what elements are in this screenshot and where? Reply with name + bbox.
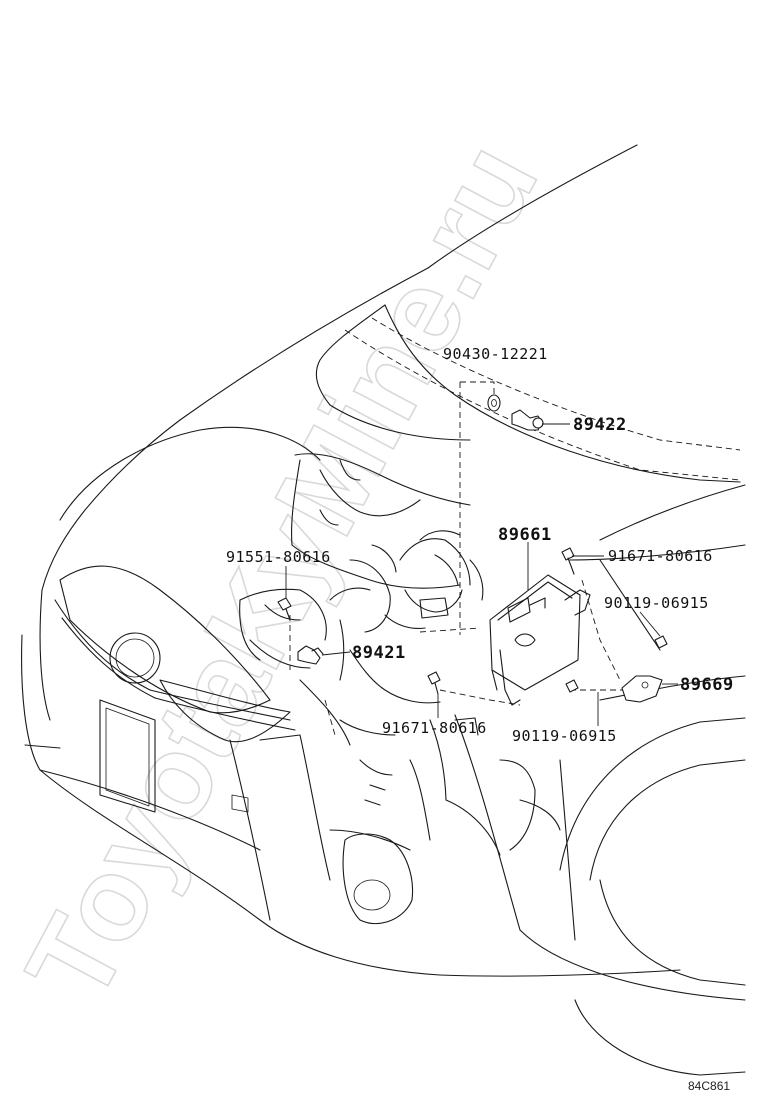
vehicle-body [21, 144, 746, 1076]
bracket-89669 [621, 675, 663, 703]
bolt-90119-06915-lower [565, 679, 579, 693]
leader-lines [285, 423, 678, 726]
label-90430-12221: 90430-12221 [443, 345, 548, 363]
label-91671-80616-bottom: 91671-80616 [382, 719, 487, 737]
sensor-89422 [511, 409, 544, 431]
bolt-91551-80616 [277, 597, 292, 621]
diagram-code: 84C861 [688, 1079, 730, 1093]
label-89422: 89422 [573, 415, 627, 435]
label-91551-80616: 91551-80616 [226, 548, 331, 566]
engine-assembly [239, 453, 561, 856]
ecu-89661 [489, 574, 591, 706]
bolt-91671-80616-top [561, 547, 575, 575]
sensor-89421 [297, 645, 324, 665]
bolt-91671-80616-bottom [427, 671, 441, 695]
label-91671-80616-top: 91671-80616 [608, 547, 713, 565]
label-89661: 89661 [498, 525, 552, 545]
label-89421: 89421 [352, 643, 406, 663]
bolt-90119-06915-upper [654, 635, 668, 649]
label-90119-06915-upper: 90119-06915 [604, 594, 709, 612]
label-89669: 89669 [680, 675, 734, 695]
label-90119-06915-lower: 90119-06915 [512, 727, 617, 745]
washer-90430-12221 [487, 394, 501, 412]
